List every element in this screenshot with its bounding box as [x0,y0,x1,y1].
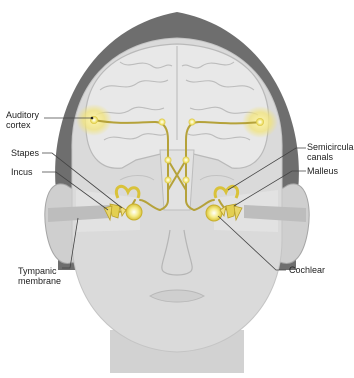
pathway-node [165,177,172,184]
right-ear [280,184,309,264]
label-malleus: Malleus [307,166,338,176]
leader-auditory-cortex-dot [91,117,94,120]
label-cochlear: Cochlear [289,265,325,275]
pathway-node [256,118,264,126]
right-cochlea [206,205,222,221]
pathway-node [189,119,196,126]
pathway-node [165,157,172,164]
pathway-node [183,157,190,164]
pathway-node [183,177,190,184]
label-auditory-cortex: Auditory cortex [6,110,39,130]
left-ear [45,184,74,264]
label-semicircular-canals: Semicircular canals [307,142,354,162]
label-tympanic-membrane: Tympanic membrane [18,266,61,286]
left-cochlea [126,204,142,220]
pathway-node [159,119,166,126]
label-stapes: Stapes [11,148,39,158]
label-incus: Incus [11,167,33,177]
